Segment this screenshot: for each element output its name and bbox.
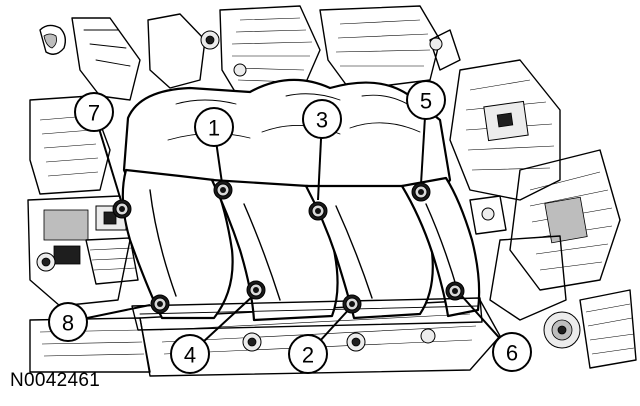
callout-7: 7 — [74, 92, 114, 132]
callout-group: 1 3 5 7 8 4 2 6 — [48, 80, 532, 374]
callout-label-1: 1 — [208, 116, 220, 141]
leader-line-7 — [98, 129, 123, 205]
callout-circle-3 — [302, 99, 342, 139]
callout-circle-8 — [48, 302, 88, 342]
leader-line-3 — [317, 137, 323, 201]
callout-3: 3 — [302, 99, 342, 139]
engine-background-top — [147, 5, 461, 101]
callout-circle-4 — [170, 334, 210, 374]
callout-label-2: 2 — [302, 343, 314, 368]
callout-8: 8 — [48, 302, 88, 342]
bolt-2 — [342, 294, 362, 314]
callout-circle-7 — [74, 92, 114, 132]
leader-line-6 — [459, 293, 501, 339]
leader-line-5 — [420, 118, 426, 185]
callout-label-5: 5 — [420, 89, 432, 114]
leader-line-8 — [86, 304, 151, 320]
engine-background-right — [449, 59, 637, 369]
callout-label-6: 6 — [506, 341, 518, 366]
callout-5: 5 — [406, 80, 446, 120]
bolt-8 — [150, 294, 170, 314]
bolt-4 — [246, 280, 266, 300]
callout-label-4: 4 — [184, 343, 196, 368]
leader-line-4 — [203, 294, 255, 342]
callout-circle-5 — [406, 80, 446, 120]
bolt-7 — [112, 199, 132, 219]
callout-circle-1 — [194, 107, 234, 147]
callout-4: 4 — [170, 334, 210, 374]
callout-label-3: 3 — [316, 108, 328, 133]
bolt-group — [112, 180, 465, 314]
bolt-5 — [411, 182, 431, 202]
bolt-3 — [308, 201, 328, 221]
callout-circle-2 — [288, 334, 328, 374]
callout-1: 1 — [194, 107, 234, 147]
callout-6: 6 — [492, 332, 532, 372]
bolt-1 — [213, 180, 233, 200]
figure-id: N0042461 — [10, 370, 101, 391]
callout-2: 2 — [288, 334, 328, 374]
callout-leaders — [86, 118, 501, 342]
callout-label-7: 7 — [88, 101, 100, 126]
callout-circle-6 — [492, 332, 532, 372]
callout-label-8: 8 — [62, 311, 74, 336]
bolt-6 — [445, 281, 465, 301]
